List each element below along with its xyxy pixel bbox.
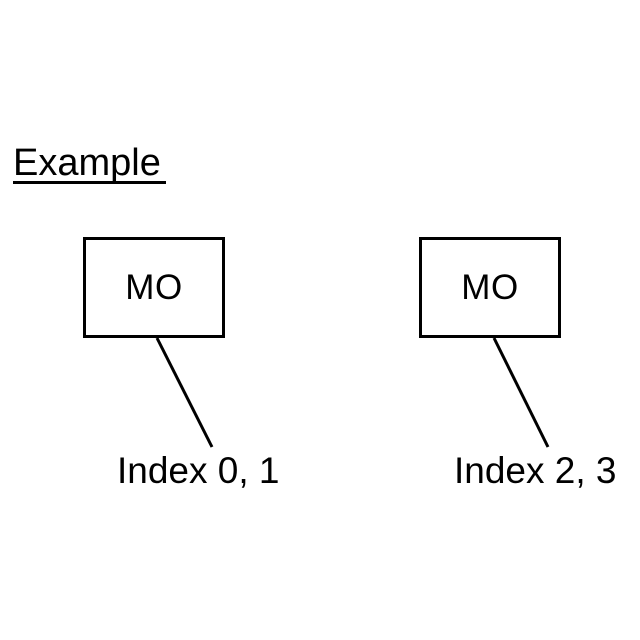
page-title-underline <box>13 181 166 184</box>
page-title: Example <box>13 142 161 184</box>
node-box-1-label: MO <box>125 268 183 307</box>
leader-line-node-2 <box>492 337 550 448</box>
node-box-2[interactable]: MO <box>419 237 561 338</box>
leader-line-node-1 <box>155 337 214 448</box>
index-caption-node-1: Index 0, 1 <box>117 450 280 491</box>
index-caption-node-2: Index 2, 3 <box>454 450 617 491</box>
node-box-1[interactable]: MO <box>83 237 225 338</box>
node-box-2-label: MO <box>461 268 519 307</box>
